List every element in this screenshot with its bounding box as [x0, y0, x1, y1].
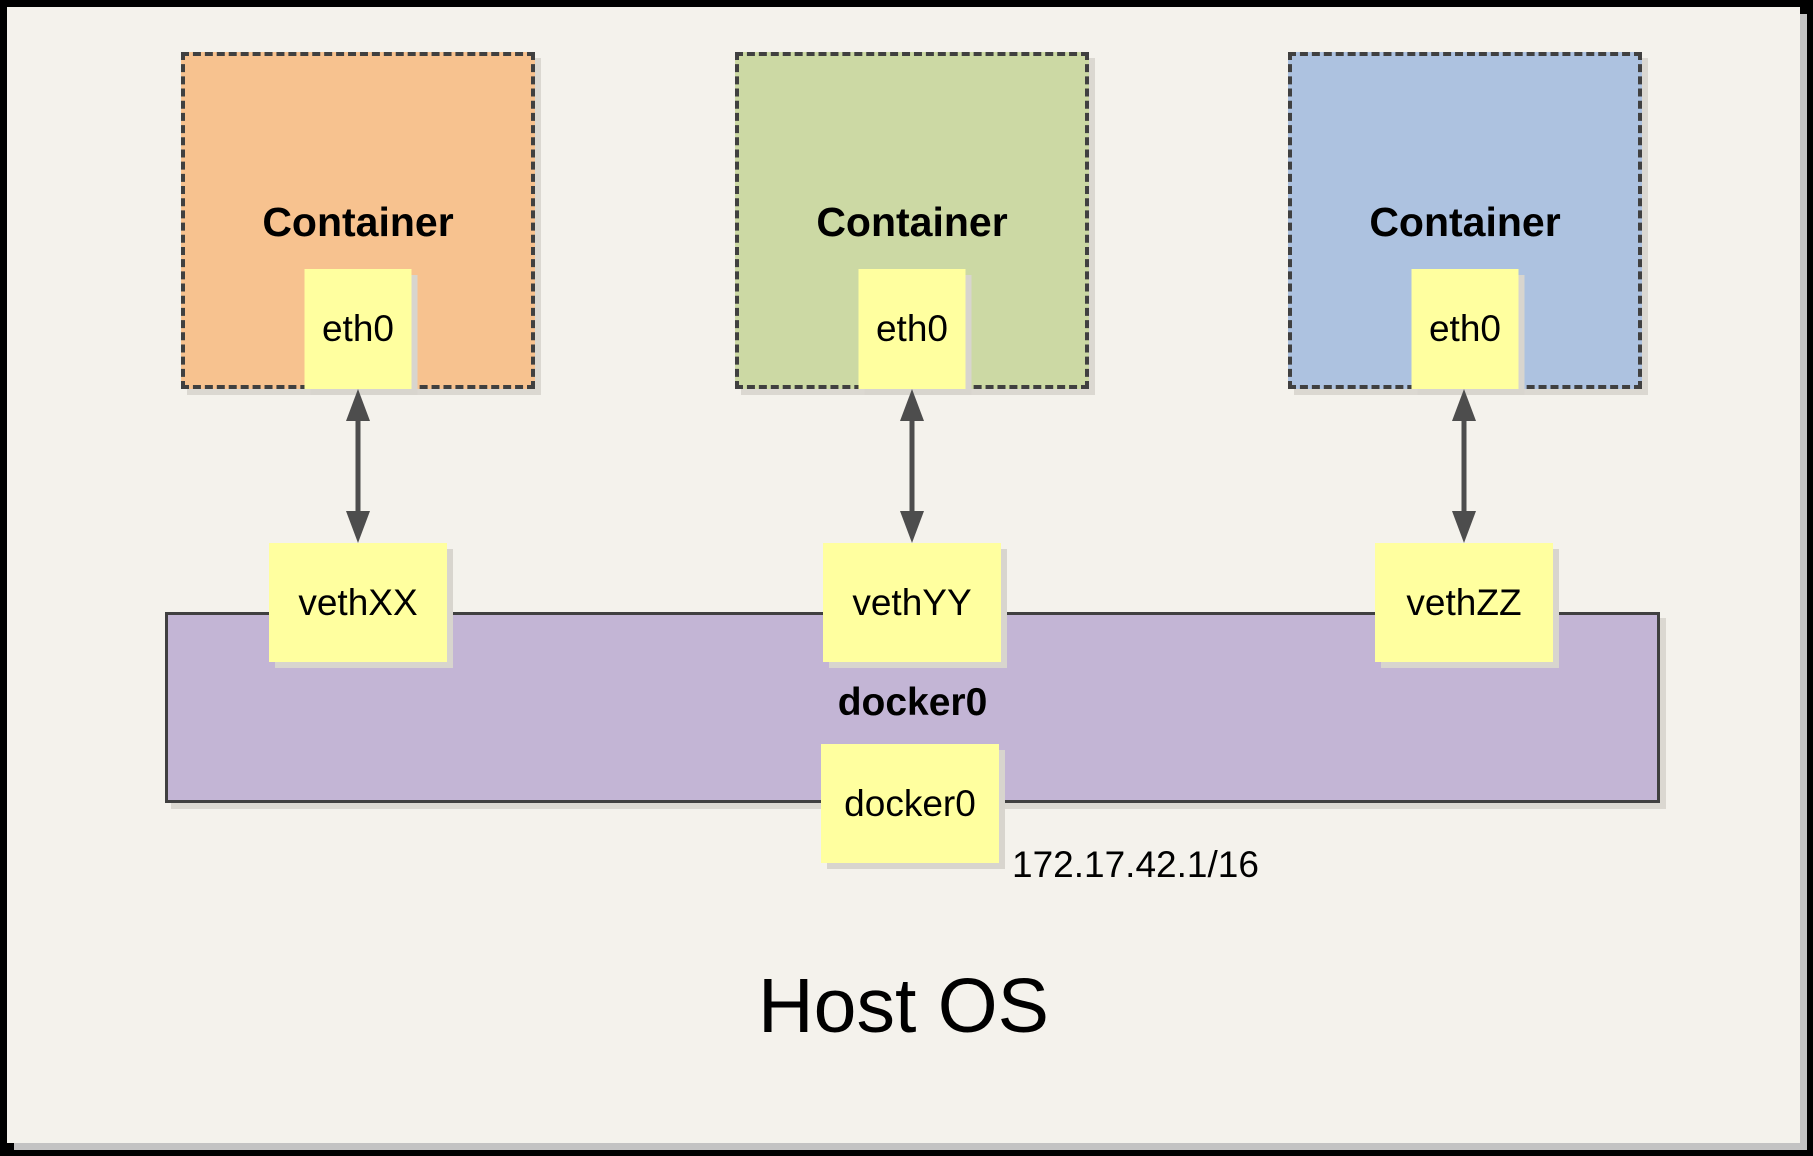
container-label: Container — [816, 199, 1008, 245]
bidirectional-arrow-icon — [900, 389, 924, 543]
eth0-interface-note: eth0 — [858, 269, 966, 389]
container-label: Container — [1369, 199, 1561, 245]
bidirectional-arrow-icon — [346, 389, 370, 543]
container-box-3: Container eth0 — [1288, 52, 1642, 389]
vethxx-note: vethXX — [269, 543, 447, 662]
eth0-interface-note: eth0 — [304, 269, 412, 389]
docker0-bridge-label: docker0 — [837, 681, 988, 724]
container-box-1: Container eth0 — [181, 52, 535, 389]
container-box-2: Container eth0 — [735, 52, 1089, 389]
vethzz-note: vethZZ — [1375, 543, 1553, 662]
docker0-interface-note: docker0 — [821, 744, 999, 863]
bidirectional-arrow-icon — [1452, 389, 1476, 543]
container-label: Container — [262, 199, 454, 245]
host-os-label: Host OS — [758, 963, 1049, 1049]
diagram-page: Container eth0 Container eth0 Container … — [7, 7, 1800, 1143]
bridge-ip-address: 172.17.42.1/16 — [1012, 844, 1259, 885]
eth0-interface-note: eth0 — [1411, 269, 1519, 389]
vethyy-note: vethYY — [823, 543, 1001, 662]
